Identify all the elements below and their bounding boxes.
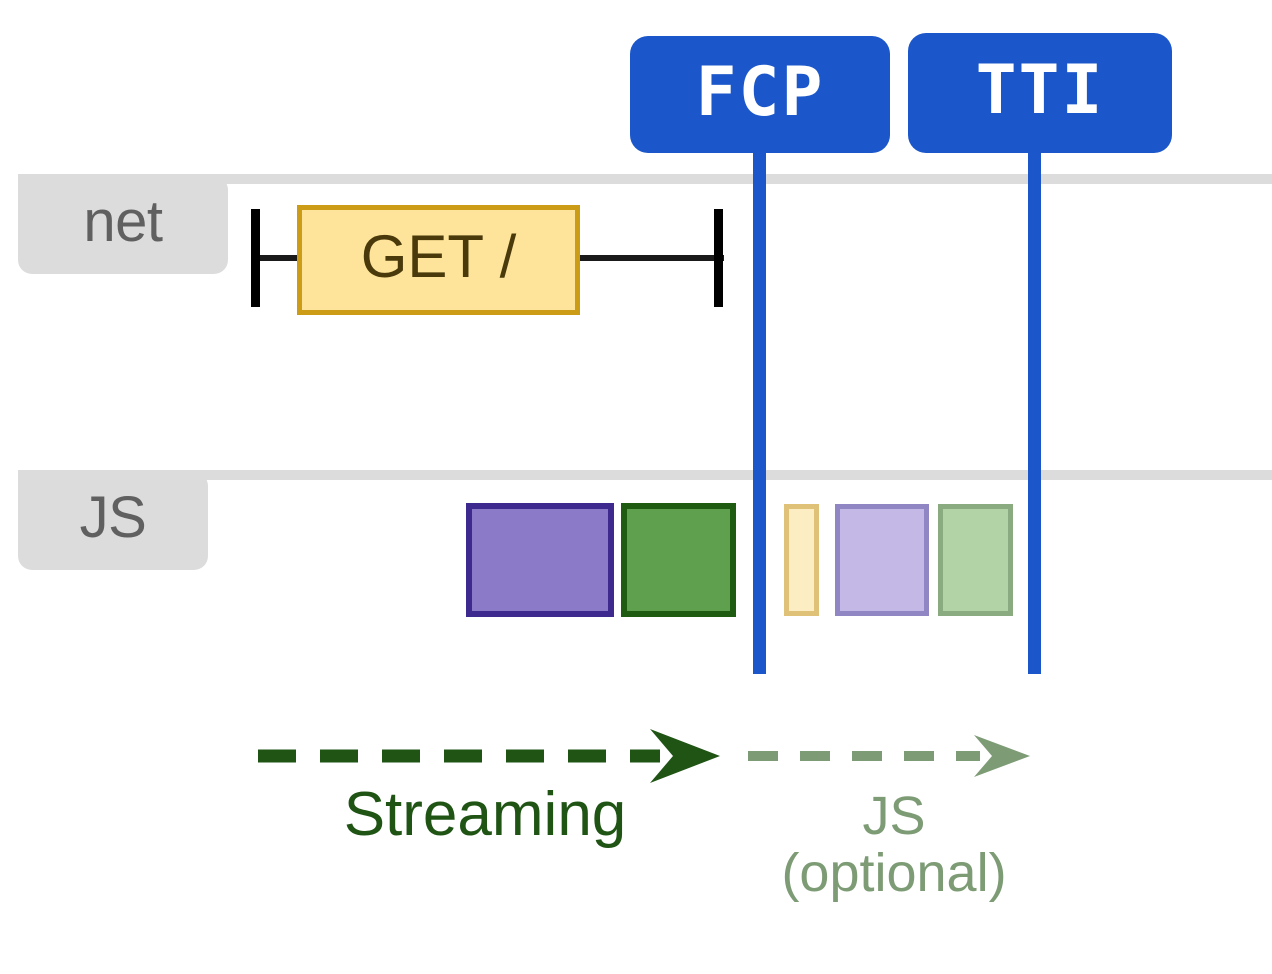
tti-marker-line <box>1028 140 1041 674</box>
js-track-rail <box>18 470 1272 480</box>
js-task-green-faded <box>938 504 1013 616</box>
request-end-cap <box>714 209 723 307</box>
fcp-marker-badge: FCP <box>630 36 890 153</box>
request-start-cap <box>251 209 260 307</box>
streaming-arrow-icon <box>258 729 720 783</box>
net-track-rail <box>18 174 1272 184</box>
js-task-yellow-faded <box>784 504 819 616</box>
fcp-marker-line <box>753 140 766 674</box>
network-request-block: GET / <box>297 205 580 315</box>
js-optional-label: JS (optional) <box>781 786 1007 904</box>
js-task-green-solid <box>621 503 736 617</box>
row-label-js: JS <box>18 472 208 570</box>
js-task-purple-solid <box>466 503 614 617</box>
js-task-purple-faded <box>835 504 929 616</box>
row-label-net: net <box>18 176 228 274</box>
streaming-label: Streaming <box>343 780 627 849</box>
tti-marker-badge: TTI <box>908 33 1172 153</box>
js-optional-arrow-icon <box>748 735 1030 777</box>
